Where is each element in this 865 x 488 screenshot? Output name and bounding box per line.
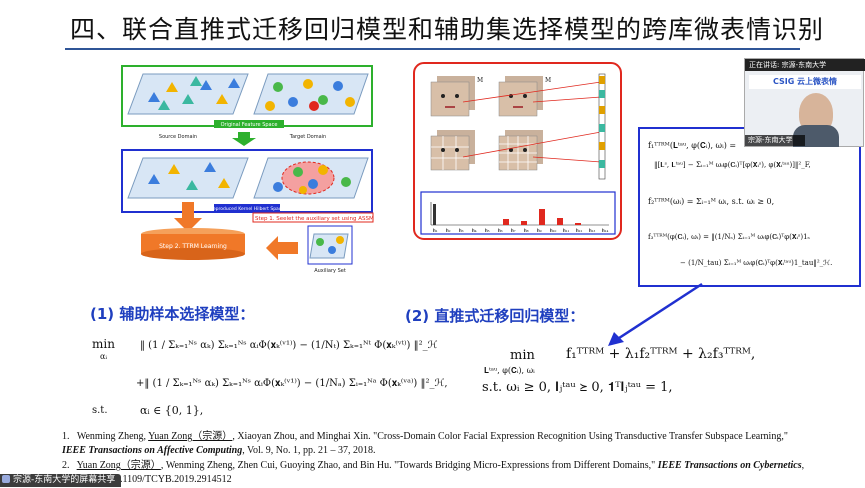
- ofs-label: Original Feature Space: [221, 122, 278, 128]
- reference-item: 2. Yuan Zong（宗源）, Wenming Zheng, Zhen Cu…: [62, 460, 805, 485]
- svg-text:𝐡₅: 𝐡₅: [485, 228, 490, 234]
- screen-share-indicator[interactable]: 宗源-东南大学的屏幕共享: [0, 474, 122, 487]
- source-triangles: [148, 76, 240, 110]
- target-circles: [265, 79, 355, 111]
- svg-text:M: M: [545, 77, 551, 84]
- framework-diagram: Original Feature Space Source Domain Tar…: [121, 65, 374, 274]
- svg-text:𝐡₁₂: 𝐡₁₂: [576, 228, 583, 234]
- svg-text:𝐡₁₁: 𝐡₁₁: [563, 228, 570, 234]
- source-domain-label: Source Domain: [159, 134, 197, 140]
- svg-text:M: M: [477, 77, 483, 84]
- screen-share-icon: [2, 475, 10, 483]
- section-2-heading: (2) 直推式迁移回归模型：: [405, 307, 585, 325]
- f3-lhs: f₃ᵀᵀᴿᴹ(φ(𝐂ᵢ), ωᵢ) = ‖(1/Nₛ) Σᵢ₌₁ᴹ ωᵢφ(𝐂ᵢ…: [648, 233, 810, 241]
- f1-rhs: ‖[𝐋ˢ, 𝐋ᵗᵃᵘ] − Σᵢ₌₁ᴹ ωᵢφ(𝐂ᵢ)ᵀ[φ(𝐗ᵢˢ), φ(𝐗…: [654, 161, 811, 169]
- reference-item: 1. Wenming Zheng, Yuan Zong（宗源）, Xiaoyan…: [62, 431, 788, 456]
- author-link: Yuan Zong（宗源）: [76, 460, 161, 471]
- svg-text:𝐡₁₀: 𝐡₁₀: [550, 228, 557, 234]
- model1-constraint: αᵢ ∈ {0, 1},: [140, 404, 204, 417]
- face-stacks: [430, 76, 543, 171]
- f3-rhs: − (1/N_tau) Σᵢ₌₁ᴹ ωᵢφ(𝐂ᵢ)ᵀφ(𝐗ᵢᵗᵃᵘ)1_tau‖…: [680, 259, 833, 267]
- histogram-labels: 𝐡₁ 𝐡₂ 𝐡₃ 𝐡₄ 𝐡₅ 𝐡₆ 𝐡₇ 𝐡₈ 𝐡₉ 𝐡₁₀ 𝐡₁₁ 𝐡₁₂ 𝐡…: [433, 228, 609, 234]
- video-banner: CSIG 云上微表情: [749, 75, 861, 89]
- step2-label: Step 2. TTRM Learning: [159, 243, 227, 250]
- svg-text:𝐡₃: 𝐡₃: [459, 228, 464, 234]
- model1-st: s.t.: [92, 405, 108, 416]
- svg-text:𝐡₂: 𝐡₂: [446, 228, 451, 234]
- step1-label: Step 1. Seelet the auxiliary set using A…: [255, 216, 374, 222]
- face-feature-panel: M M 𝐡₁ 𝐡₂ 𝐡₃ 𝐡₄ 𝐡₅ 𝐡: [413, 62, 622, 240]
- f1-lhs: f₁ᵀᵀᴿᴹ(𝐋ᵗᵃᵘ, φ(𝐂ᵢ), ωᵢ) =: [648, 141, 737, 150]
- svg-text:𝐡₉: 𝐡₉: [537, 228, 542, 234]
- model1-min-sub: αᵢ: [100, 352, 108, 361]
- svg-text:𝐡₄: 𝐡₄: [472, 228, 477, 234]
- histogram-bars: [433, 204, 581, 225]
- title-underline: [65, 48, 800, 50]
- speaker-name: 宗源-东南大学: [745, 135, 805, 146]
- model2-min-sub: 𝐋ᵗᵃᵘ, φ(𝐂ᵢ), ωᵢ: [484, 366, 535, 375]
- svg-text:𝐡₈: 𝐡₈: [524, 228, 529, 234]
- speaker-video[interactable]: 正在讲话: 宗源-东南大学 CSIG 云上微表情 宗源-东南大学: [744, 58, 865, 147]
- f2: f₂ᵀᵀᴿᴹ(ωᵢ) = Σᵢ₌₁ᴹ ωᵢ, s.t. ωᵢ ≥ 0,: [648, 197, 775, 206]
- model1-line1: ‖ (1 / Σₖ₌₁ᴺˢ αₖ) Σₖ₌₁ᴺˢ αᵢΦ(𝐱ₖ⁽ᵛ¹⁾) − (…: [140, 340, 438, 351]
- model1-line2: +‖ (1 / Σₖ₌₁ᴺˢ αₖ) Σₖ₌₁ᴺˢ αᵢΦ(𝐱ₖ⁽ᵛ¹⁾) − …: [136, 378, 448, 389]
- svg-text:𝐡₁: 𝐡₁: [433, 228, 438, 234]
- svg-text:𝐡₁₃: 𝐡₁₃: [589, 228, 596, 234]
- model2-min: min: [510, 348, 535, 363]
- section-1-heading: (1) 辅助样本选择模型：: [90, 305, 255, 323]
- model2-objective: f₁ᵀᵀᴿᴹ + λ₁f₂ᵀᵀᴿᴹ + λ₂f₃ᵀᵀᴿᴹ,: [566, 346, 756, 362]
- model1-min: min: [92, 337, 115, 351]
- ttrm-formula-box: f₁ᵀᵀᴿᴹ(𝐋ᵗᵃᵘ, φ(𝐂ᵢ), ωᵢ) = ‖[𝐋ˢ, 𝐋ᵗᵃᵘ] − …: [638, 127, 861, 287]
- author-link: Yuan Zong（宗源）: [148, 431, 233, 442]
- feature-vector: [598, 73, 606, 180]
- svg-text:𝐡₆: 𝐡₆: [498, 228, 503, 234]
- pointer-arrow: [608, 282, 703, 346]
- model2-constraints: s.t. ωᵢ ≥ 0, 𝐥ⱼᵗᵃᵘ ⪰ 0, 𝟏ᵀ𝐥ⱼᵗᵃᵘ = 1,: [482, 380, 673, 395]
- svg-text:𝐡₁₄: 𝐡₁₄: [602, 228, 609, 234]
- rkhs-label: Reproduced Kernel Hilbert Space: [210, 206, 284, 212]
- target-domain-label: Target Domain: [289, 134, 326, 140]
- auxiliary-set-label: Auxiliary Set: [314, 268, 346, 274]
- speaking-indicator: 正在讲话: 宗源-东南大学: [745, 59, 865, 71]
- svg-text:𝐡₇: 𝐡₇: [511, 228, 516, 234]
- slide-title: 四、联合直推式迁移回归模型和辅助集选择模型的跨库微表情识别: [70, 15, 825, 44]
- references: 1. Wenming Zheng, Yuan Zong（宗源）, Xiaoyan…: [62, 430, 807, 488]
